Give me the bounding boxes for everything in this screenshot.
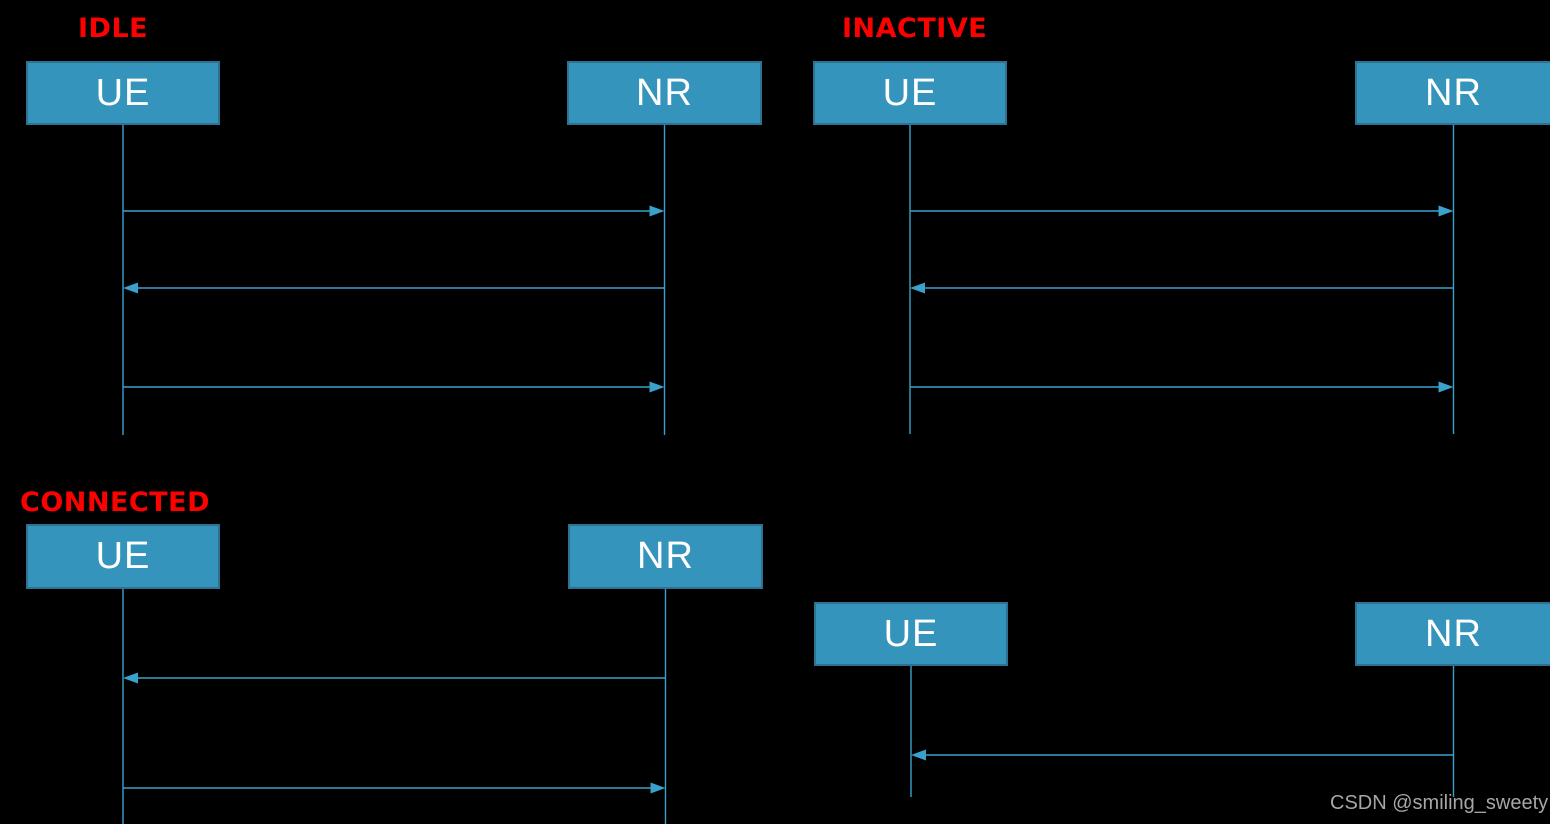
actor-label: NR — [1425, 612, 1482, 655]
actor-label: UE — [883, 612, 939, 655]
state-title-inactive: INACTIVE — [842, 13, 988, 44]
arrowhead-idle-2 — [649, 381, 665, 393]
arrowhead-inactive-1 — [910, 282, 925, 294]
watermark: CSDN @smiling_sweety — [1330, 792, 1549, 814]
state-title-idle: IDLE — [78, 13, 149, 44]
actor-label: UE — [882, 71, 938, 114]
actor-box-inactive-nr: NR — [1355, 61, 1550, 125]
actor-box-idle-ue: UE — [26, 61, 220, 125]
actor-label: UE — [95, 71, 151, 114]
actor-box-connected-ue: UE — [26, 524, 220, 589]
actor-label: NR — [636, 71, 693, 114]
arrowhead-inactive-2 — [1438, 381, 1454, 393]
arrowhead-idle-1 — [123, 282, 138, 294]
actor-label: UE — [95, 535, 151, 577]
actor-box-untitled-nr: NR — [1355, 602, 1550, 666]
arrowhead-inactive-0 — [1438, 205, 1454, 217]
actor-box-inactive-ue: UE — [813, 61, 1007, 125]
actor-box-untitled-ue: UE — [814, 602, 1008, 666]
arrowhead-connected-0 — [123, 672, 138, 684]
actor-label: NR — [637, 535, 694, 577]
actor-box-connected-nr: NR — [568, 524, 763, 589]
arrowhead-untitled-0 — [911, 749, 926, 761]
arrowhead-connected-1 — [650, 782, 666, 794]
state-title-connected: CONNECTED — [20, 487, 210, 518]
actor-label: NR — [1425, 71, 1482, 114]
actor-box-idle-nr: NR — [567, 61, 762, 125]
arrowhead-idle-0 — [649, 205, 665, 217]
